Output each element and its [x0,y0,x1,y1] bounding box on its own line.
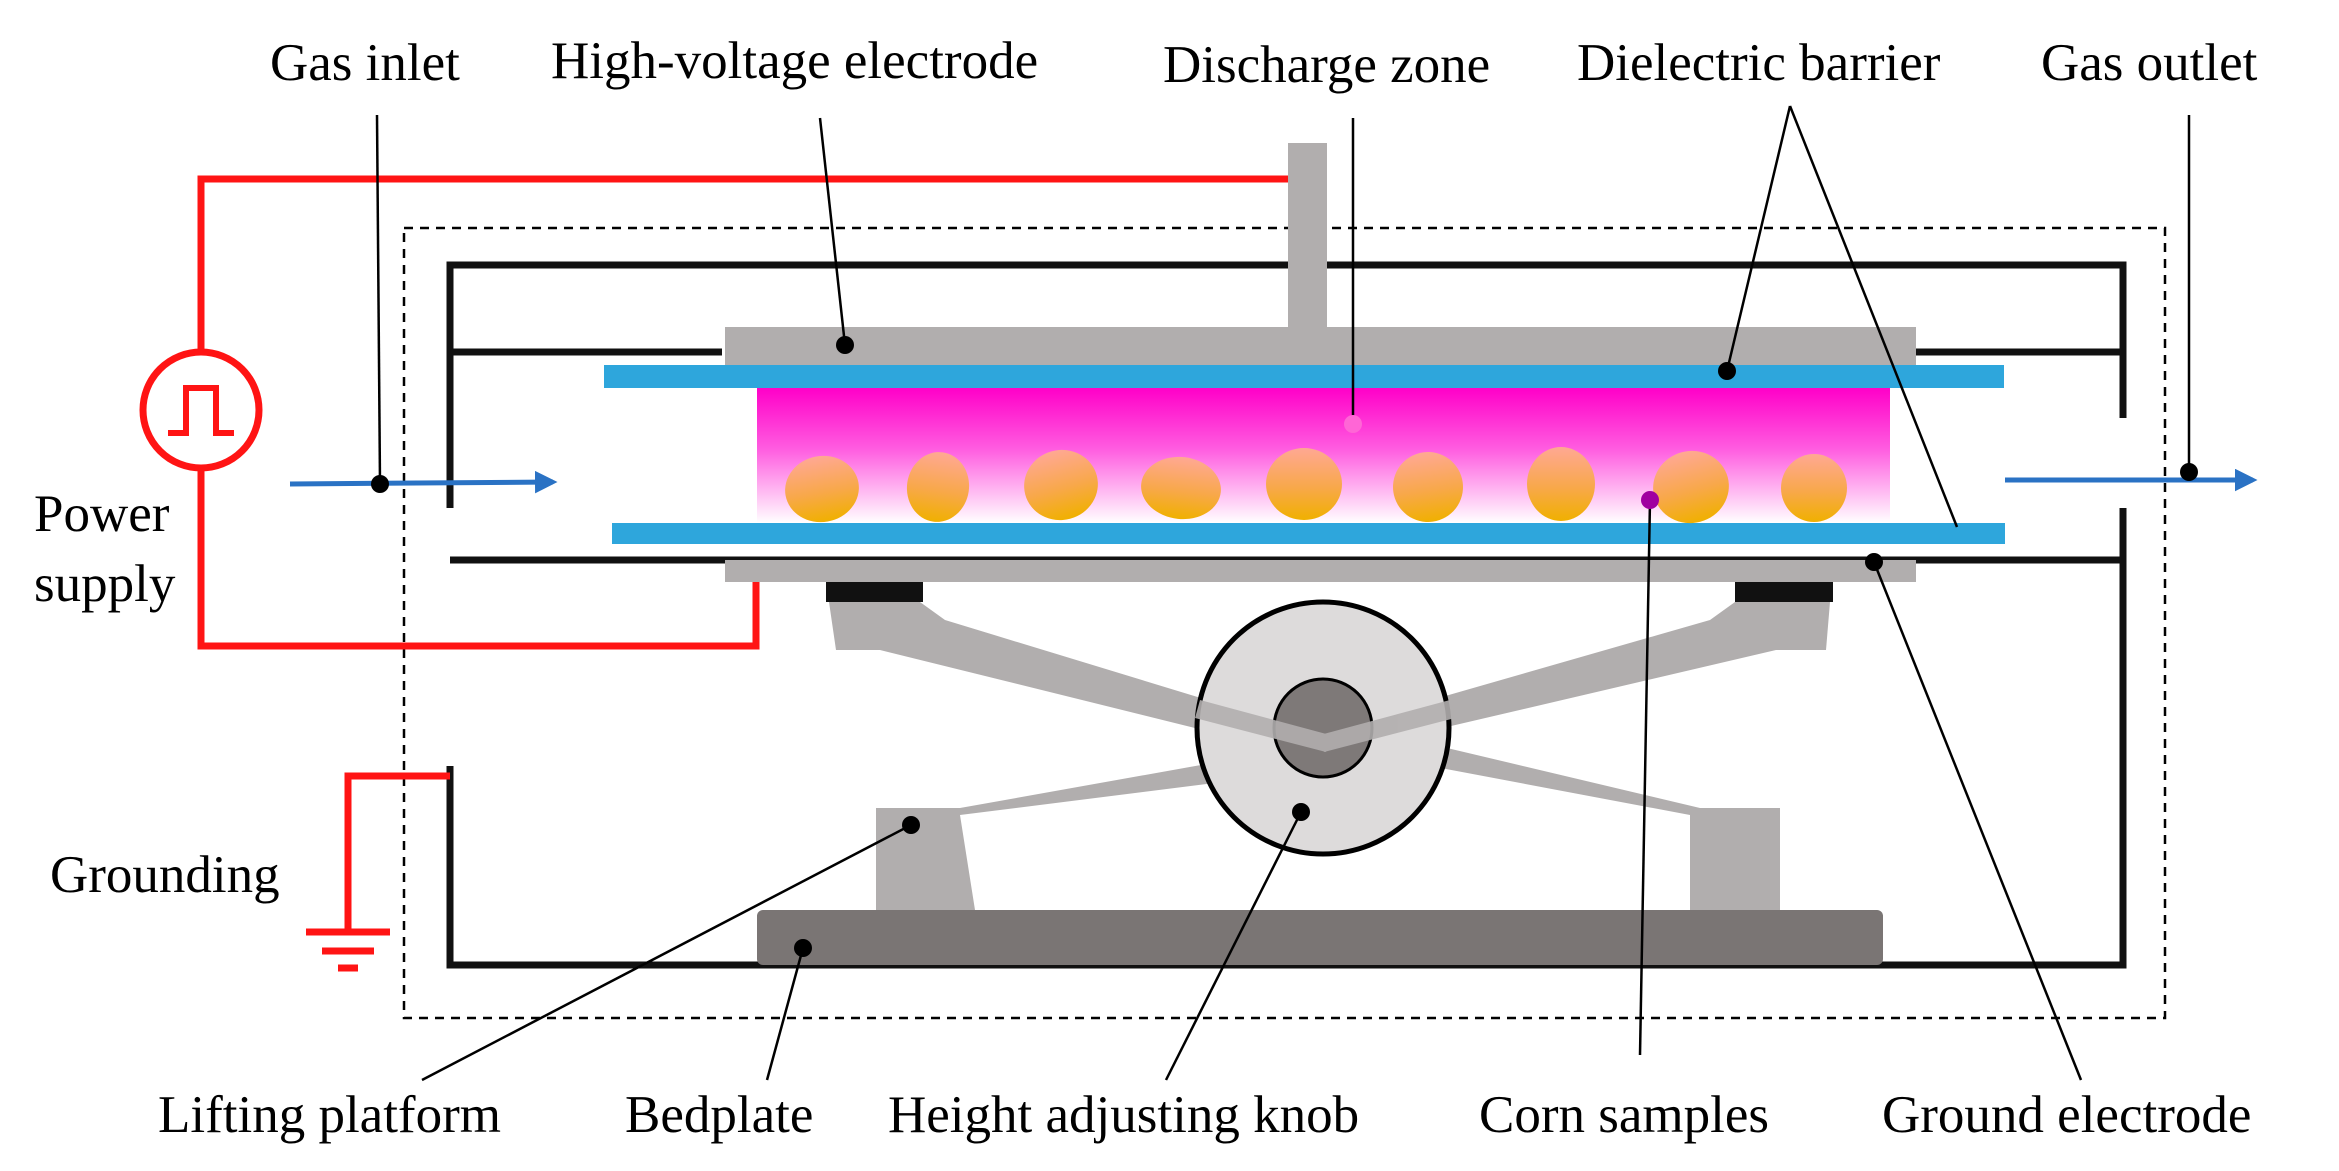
label-lifting-platform: Lifting platform [158,1086,501,1144]
shielding-enclosure [402,226,2167,1020]
corn-samples [785,447,1847,524]
support-pad-left [826,582,923,602]
corn-kernel [1266,448,1342,520]
corn-kernel [1141,456,1221,520]
label-power-supply-line2: supply [34,555,176,613]
corn-kernel [1781,454,1847,522]
label-bedplate: Bedplate [625,1086,813,1144]
label-discharge-zone: Discharge zone [1163,36,1490,94]
label-grounding: Grounding [50,846,280,904]
leader-lines [375,105,2191,1082]
label-corn-samples: Corn samples [1479,1086,1769,1144]
label-gas-inlet: Gas inlet [270,34,460,92]
corn-kernel [1653,450,1729,524]
ground-electrode [725,560,1916,582]
grounding-wire [306,772,450,972]
power-supply-symbol [139,348,263,472]
corn-kernel [1393,452,1463,522]
bedplate [757,910,1883,965]
label-high-voltage-electrode: High-voltage electrode [551,32,1038,90]
label-ground-electrode: Ground electrode [1882,1086,2251,1144]
dielectric-barrier-bottom [612,523,2005,544]
scissor-arm-overlay [1195,700,1455,752]
leader-dots [371,336,2198,957]
corn-kernel [1024,449,1098,521]
label-height-adjusting-knob: Height adjusting knob [888,1086,1359,1144]
gas-inlet-arrow [289,470,558,494]
power-wire [197,175,1288,650]
corn-kernel [785,455,859,523]
label-gas-outlet: Gas outlet [2041,34,2258,92]
height-adjusting-knob [1194,599,1452,857]
dielectric-barrier-top [604,365,2004,388]
label-dielectric-barrier: Dielectric barrier [1577,34,1941,92]
corn-kernel [1527,447,1595,521]
high-voltage-electrode [725,143,1916,365]
support-pad-right [1735,582,1833,602]
label-power-supply-line1: Power [34,485,170,543]
corn-kernel [906,452,970,522]
